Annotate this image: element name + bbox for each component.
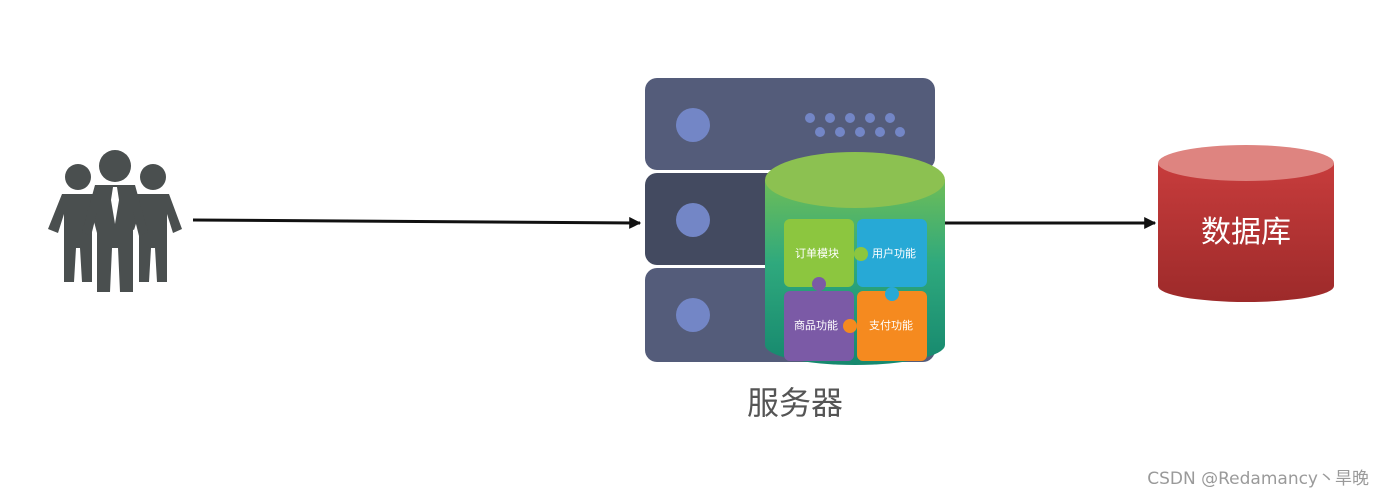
module-order: 订单模块	[784, 219, 854, 287]
arrow-users-to-server	[192, 216, 642, 229]
server-led-middle	[676, 203, 710, 237]
server-led-bottom	[676, 298, 710, 332]
module-payment-label: 支付功能	[869, 318, 913, 332]
module-product-label: 商品功能	[794, 318, 838, 332]
database-icon: 数据库	[1158, 145, 1334, 302]
module-order-label: 订单模块	[795, 247, 839, 260]
server-caption: 服务器	[746, 384, 843, 422]
database-label: 数据库	[1201, 215, 1291, 250]
server-unit-top	[645, 78, 935, 170]
module-user-label: 用户功能	[872, 246, 916, 260]
server-led-top	[676, 108, 710, 142]
module-product: 商品功能	[784, 291, 854, 361]
users-icon	[48, 150, 182, 292]
puzzle-knobs	[812, 247, 899, 333]
watermark: CSDN @Redamancy丶旱晚	[1147, 469, 1369, 489]
server-vent-dots	[805, 113, 905, 137]
module-user: 用户功能	[857, 219, 927, 287]
module-payment: 支付功能	[857, 291, 927, 361]
server-icon: 订单模块 用户功能 商品功能 支付功能	[645, 78, 945, 365]
